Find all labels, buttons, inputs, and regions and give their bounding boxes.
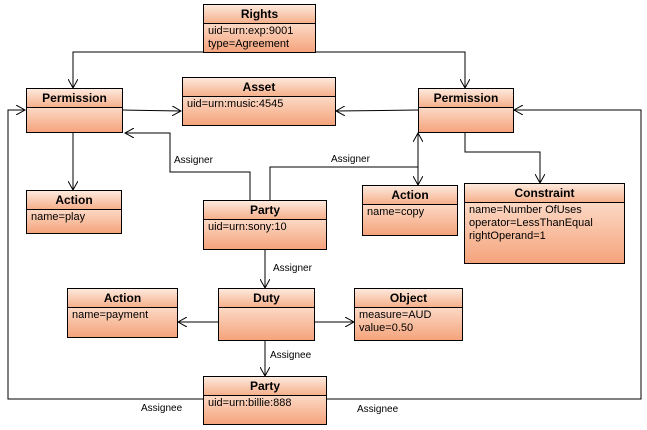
object-measure: measure=AUD xyxy=(359,309,432,321)
assignee-duty-label: Assignee xyxy=(270,350,312,361)
assignee-right-label: Assignee xyxy=(357,404,399,415)
party-billie-title: Party xyxy=(204,377,326,396)
action-copy-title: Action xyxy=(363,186,457,205)
action-play-attributes: name=play xyxy=(27,210,121,233)
object-attributes: measure=AUD value=0.50 xyxy=(355,308,462,340)
action-copy-name: name=copy xyxy=(367,206,425,218)
party-sony-title: Party xyxy=(204,201,326,220)
party-billie-to-permission-right-connector xyxy=(327,110,642,400)
asset-box: Asset uid=urn:music:4545 xyxy=(182,77,336,126)
object-box: Object measure=AUD value=0.50 xyxy=(354,288,463,341)
permission-right-attributes xyxy=(419,108,513,132)
rights-title: Rights xyxy=(204,5,315,24)
action-payment-title: Action xyxy=(68,289,177,308)
party-sony-to-permission-left-connector xyxy=(125,133,251,200)
permission-left-attributes xyxy=(27,108,122,132)
permission-right-box: Permission xyxy=(418,88,514,133)
rights-box: Rights uid=urn:exp:9001 type=Agreement xyxy=(203,4,316,53)
constraint-name: name=Number OfUses xyxy=(469,204,582,216)
action-payment-name: name=payment xyxy=(72,309,149,321)
permission-right-to-constraint-connector xyxy=(464,133,540,183)
constraint-title: Constraint xyxy=(465,184,624,203)
action-copy-box: Action name=copy xyxy=(362,185,458,236)
action-play-title: Action xyxy=(27,191,121,210)
assigner-right-label: Assigner xyxy=(331,154,370,165)
assigner-down-label: Assigner xyxy=(273,263,312,274)
constraint-attributes: name=Number OfUses operator=LessThanEqua… xyxy=(465,203,624,263)
party-billie-box: Party uid=urn:billie:888 xyxy=(203,376,327,425)
permission-right-to-asset-connector xyxy=(336,110,419,111)
duty-attributes xyxy=(219,308,314,340)
duty-box: Duty xyxy=(218,288,315,341)
permission-right-title: Permission xyxy=(419,89,513,108)
party-billie-uid: uid=urn:billie:888 xyxy=(208,397,292,409)
party-sony-box: Party uid=urn:sony:10 xyxy=(203,200,327,250)
rights-attributes: uid=urn:exp:9001 type=Agreement xyxy=(204,24,315,52)
party-sony-attributes: uid=urn:sony:10 xyxy=(204,220,326,249)
permission-left-to-asset-connector xyxy=(122,110,181,111)
action-payment-attributes: name=payment xyxy=(68,308,177,337)
asset-attributes: uid=urn:music:4545 xyxy=(183,97,335,125)
object-title: Object xyxy=(355,289,462,308)
action-copy-attributes: name=copy xyxy=(363,205,457,235)
rights-to-permission-left-connector xyxy=(73,51,203,88)
assigner-left-label: Assigner xyxy=(174,155,213,166)
rights-uid: uid=urn:exp:9001 xyxy=(208,25,294,37)
action-payment-box: Action name=payment xyxy=(67,288,178,338)
rights-to-permission-right-connector xyxy=(316,51,465,88)
duty-title: Duty xyxy=(219,289,314,308)
asset-uid: uid=urn:music:4545 xyxy=(187,98,284,110)
permission-left-box: Permission xyxy=(26,88,123,133)
constraint-operator: operator=LessThanEqual xyxy=(469,217,593,229)
rights-type: type=Agreement xyxy=(208,38,290,50)
object-value: value=0.50 xyxy=(359,322,414,334)
asset-title: Asset xyxy=(183,78,335,97)
assignee-left-label: Assignee xyxy=(141,403,183,414)
constraint-box: Constraint name=Number OfUses operator=L… xyxy=(464,183,625,264)
constraint-right-operand: rightOperand=1 xyxy=(469,230,546,242)
action-play-name: name=play xyxy=(31,211,86,223)
party-billie-to-permission-left-connector xyxy=(7,110,203,400)
party-billie-attributes: uid=urn:billie:888 xyxy=(204,396,326,424)
permission-left-title: Permission xyxy=(27,89,122,108)
action-play-box: Action name=play xyxy=(26,190,122,234)
party-sony-uid: uid=urn:sony:10 xyxy=(208,221,287,233)
